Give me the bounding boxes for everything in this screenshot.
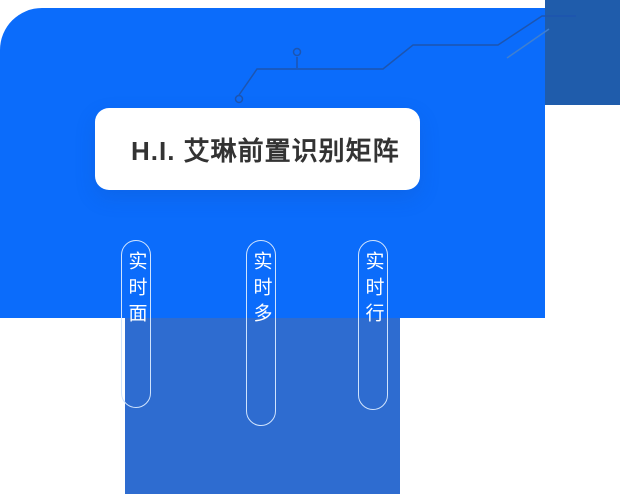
corner-accent-rect (545, 0, 620, 105)
title-badge-text: H.I. 艾琳前置识别矩阵 (131, 135, 400, 166)
title-badge: H.I. 艾琳前置识别矩阵 (95, 108, 420, 190)
feature-pill-label: 实时面 (125, 251, 147, 329)
feature-pill-label: 实时行 (362, 251, 384, 329)
feature-pill-label: 实时多 (250, 251, 272, 329)
feature-pill: 实时多 (246, 240, 276, 426)
feature-pill: 实时面 (121, 240, 151, 408)
feature-pill: 实时行 (358, 240, 388, 410)
lower-panel (125, 318, 400, 494)
